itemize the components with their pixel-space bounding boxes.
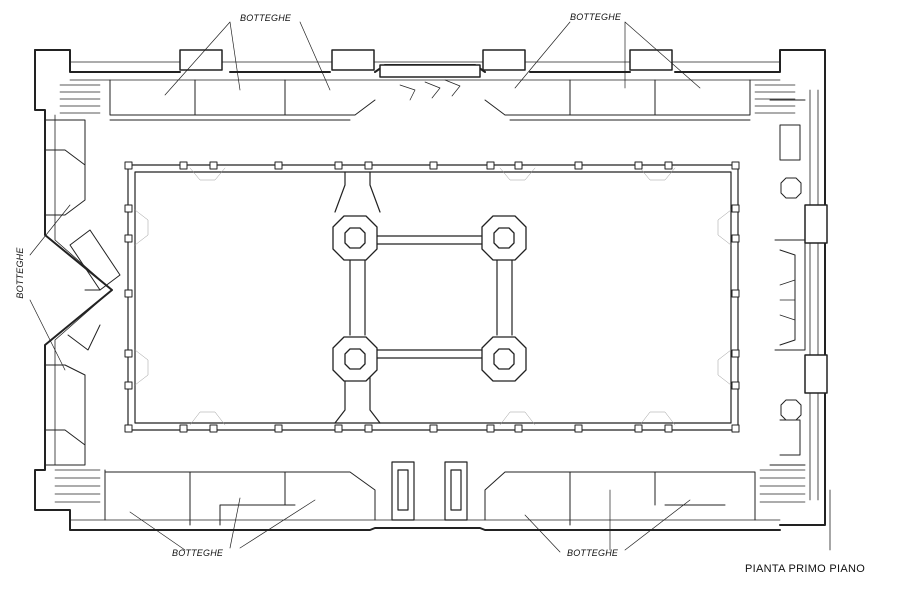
octagonal-piers	[332, 215, 527, 382]
right-octagon-columns	[780, 177, 802, 421]
drawing-title: PIANTA PRIMO PIANO	[745, 563, 866, 575]
wall-blocks	[179, 49, 828, 394]
left-shops	[44, 119, 121, 466]
top-shops	[109, 79, 751, 121]
sketch-marks	[134, 167, 732, 426]
right-side-rooms	[769, 99, 806, 466]
outer-wall-lines	[54, 61, 831, 551]
courtyard-gallery	[127, 164, 739, 431]
label-leaders	[29, 21, 701, 553]
entrance-doors	[391, 461, 468, 521]
label-shops-bottom-left: BOTTEGHE	[172, 548, 224, 558]
gallery-columns	[124, 161, 740, 433]
stairs	[54, 84, 806, 503]
label-shops-top-left: BOTTEGHE	[240, 13, 292, 23]
central-pavilion	[334, 171, 513, 424]
label-shops-top-right: BOTTEGHE	[570, 12, 622, 22]
top-entrance-sketch	[399, 79, 796, 321]
label-shops-left: BOTTEGHE	[15, 247, 25, 299]
outer-walls	[34, 49, 826, 531]
label-shops-bottom-right: BOTTEGHE	[567, 548, 619, 558]
bottom-shops	[104, 469, 756, 526]
